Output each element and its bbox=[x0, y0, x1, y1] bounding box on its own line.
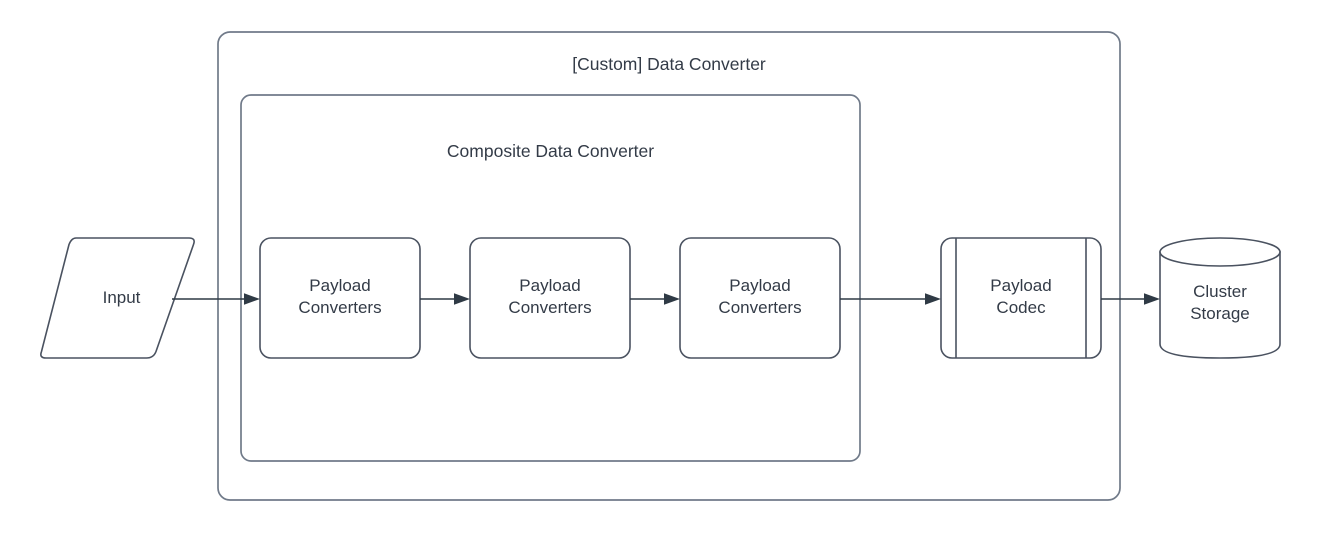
node-cluster-storage-top-ellipse bbox=[1159, 237, 1281, 267]
node-cluster-storage-body[interactable] bbox=[1159, 251, 1281, 359]
node-payload-codec-shape[interactable] bbox=[940, 237, 1102, 359]
edge-pc3-codec-arrowhead bbox=[925, 293, 941, 305]
container-custom-data-converter[interactable] bbox=[217, 31, 1121, 501]
node-input-shape[interactable] bbox=[40, 237, 195, 359]
edge-codec-storage-arrowhead bbox=[1144, 293, 1160, 305]
edge-pc2-pc3-arrowhead bbox=[664, 293, 680, 305]
node-payload-converters-3-shape[interactable] bbox=[679, 237, 841, 359]
edge-input-pc1-arrowhead bbox=[244, 293, 260, 305]
node-payload-converters-2-shape[interactable] bbox=[469, 237, 631, 359]
node-payload-converters-1-shape[interactable] bbox=[259, 237, 421, 359]
container-composite-data-converter[interactable] bbox=[240, 94, 861, 462]
edge-pc1-pc2-arrowhead bbox=[454, 293, 470, 305]
